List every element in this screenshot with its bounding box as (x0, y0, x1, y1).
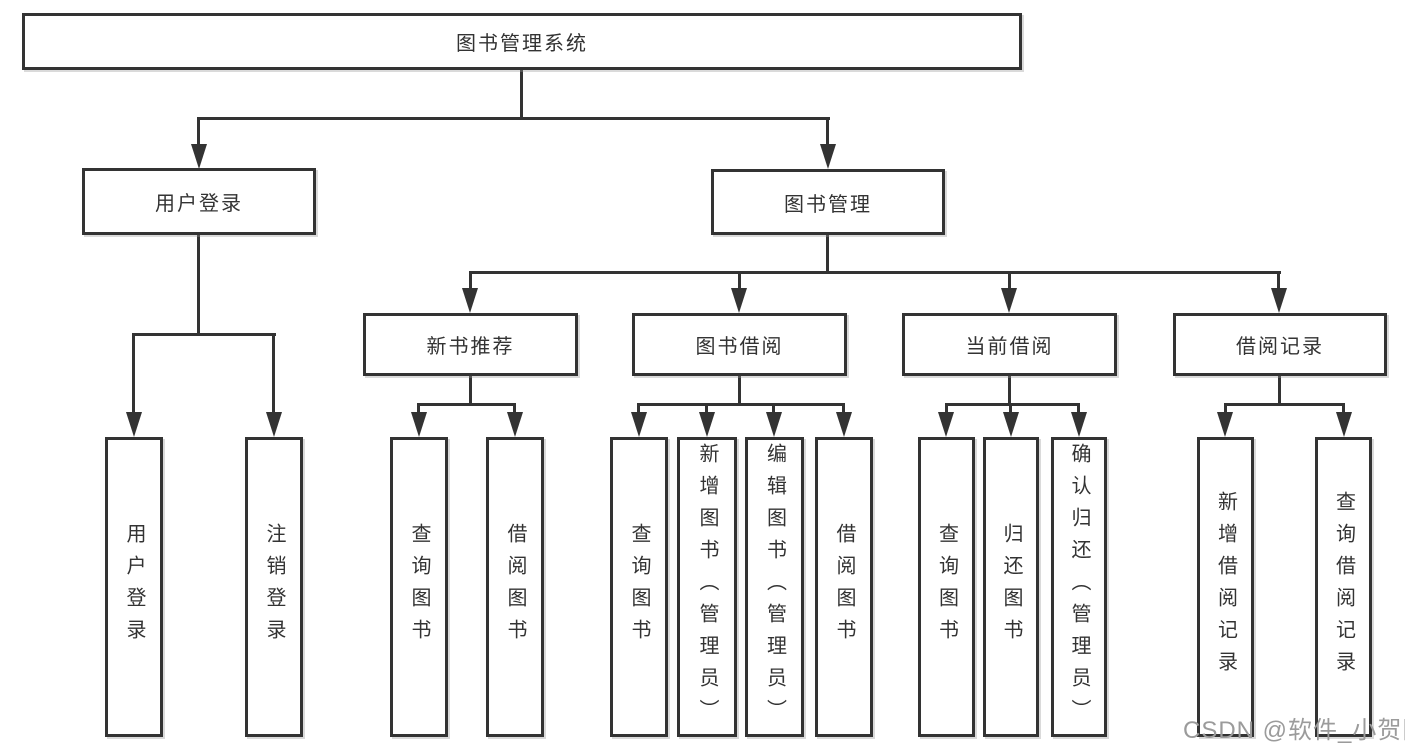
edge-to-current-borrow (1008, 271, 1011, 290)
edge-borrow-record-hbar (1224, 403, 1345, 406)
leaf-label: 借阅图书 (833, 523, 855, 651)
arrowhead-down-icon (507, 412, 523, 437)
leaf-label: 用户登录 (123, 523, 145, 651)
edge-book-borrow-hbar (637, 403, 844, 406)
node-label: 图书借阅 (695, 336, 784, 358)
edge-to-leaf (1342, 403, 1345, 414)
edge-book-mgmt-stem (826, 235, 829, 274)
edge-new-book-stem (469, 376, 472, 405)
edge-root-hbar (198, 117, 830, 120)
arrowhead-down-icon (191, 144, 207, 169)
leaf-label: 新增图书（管理员） (696, 443, 718, 731)
arrowhead-down-icon (266, 412, 282, 437)
edge-to-leaf (1077, 403, 1080, 414)
arrowhead-down-icon (938, 412, 954, 437)
leaf-borrow-books: 借阅图书 (815, 437, 873, 737)
node-label: 新书推荐 (426, 336, 515, 358)
leaf-query-books-borrowing: 查询图书 (610, 437, 668, 737)
leaf-confirm-return-admin: 确认归还（管理员） (1051, 437, 1107, 737)
edge-root-to-user-login (197, 117, 200, 146)
arrowhead-down-icon (731, 288, 747, 313)
edge-to-leaf (637, 403, 640, 414)
leaf-add-books-admin: 新增图书（管理员） (677, 437, 737, 737)
arrowhead-down-icon (766, 412, 782, 437)
leaf-borrow-books-newbook: 借阅图书 (486, 437, 544, 737)
edge-user-login-stem (197, 235, 200, 335)
edge-to-leaf (945, 403, 948, 414)
leaf-label: 查询借阅记录 (1332, 491, 1355, 683)
arrowhead-down-icon (1336, 412, 1352, 437)
node-label: 图书管理 (784, 193, 872, 216)
node-library-system: 图书管理系统 (22, 13, 1022, 70)
leaf-label: 查询图书 (935, 523, 958, 651)
edge-current-borrow-hbar (945, 403, 1080, 406)
leaf-label: 查询图书 (628, 523, 650, 651)
node-label: 当前借阅 (965, 336, 1054, 358)
node-label: 图书管理系统 (456, 33, 588, 55)
leaf-label: 确认归还（管理员） (1068, 443, 1090, 731)
arrowhead-down-icon (1271, 288, 1287, 313)
leaf-user-login: 用户登录 (105, 437, 163, 737)
edge-to-book-borrow (738, 271, 741, 290)
leaf-return-books: 归还图书 (983, 437, 1039, 737)
leaf-add-borrow-record: 新增借阅记录 (1197, 437, 1254, 737)
arrowhead-down-icon (411, 412, 427, 437)
edge-to-leaf (1224, 403, 1227, 414)
leaf-label: 编辑图书（管理员） (763, 443, 786, 731)
leaf-query-borrow-record: 查询借阅记录 (1315, 437, 1372, 737)
edge-to-leaf (842, 403, 845, 414)
edge-to-leaf (705, 403, 708, 414)
leaf-label: 借阅图书 (504, 523, 526, 651)
node-book-borrowing: 图书借阅 (632, 313, 847, 376)
arrowhead-down-icon (1003, 412, 1019, 437)
edge-book-borrow-stem (738, 376, 741, 405)
edge-borrow-record-stem (1278, 376, 1281, 405)
leaf-query-books-newbook: 查询图书 (390, 437, 448, 737)
edge-root-stem (520, 70, 523, 118)
edge-to-new-book (469, 271, 472, 290)
edge-to-leaf (1009, 403, 1012, 414)
edge-new-book-hbar (417, 403, 516, 406)
leaf-logout-login: 注销登录 (245, 437, 303, 737)
arrowhead-down-icon (836, 412, 852, 437)
edge-user-login-hbar (132, 333, 276, 336)
node-label: 借阅记录 (1236, 336, 1324, 358)
edge-to-borrow-record (1277, 271, 1280, 290)
node-label: 用户登录 (155, 193, 243, 215)
arrowhead-down-icon (1071, 412, 1087, 437)
arrowhead-down-icon (1001, 288, 1017, 313)
edge-to-leaf (772, 403, 775, 414)
edge-current-borrow-stem (1008, 376, 1011, 405)
leaf-label: 新增借阅记录 (1214, 491, 1237, 683)
edge-to-leaf (513, 403, 516, 414)
arrowhead-down-icon (699, 412, 715, 437)
node-borrow-records: 借阅记录 (1173, 313, 1387, 376)
edge-book-mgmt-hbar (469, 271, 1281, 274)
arrowhead-down-icon (1217, 412, 1233, 437)
node-book-management: 图书管理 (711, 169, 945, 235)
leaf-label: 查询图书 (408, 523, 430, 651)
node-current-borrowing: 当前借阅 (902, 313, 1117, 376)
edge-to-leaf (417, 403, 420, 414)
edge-root-to-book-mgmt (826, 117, 829, 146)
csdn-watermark: CSDN @软件_小贺同学 (1183, 717, 1405, 744)
leaf-label: 注销登录 (263, 523, 285, 651)
arrowhead-down-icon (820, 144, 836, 169)
node-new-book-recommend: 新书推荐 (363, 313, 578, 376)
leaf-edit-books-admin: 编辑图书（管理员） (745, 437, 804, 737)
edge-to-leaf-logout (272, 333, 275, 414)
node-user-login: 用户登录 (82, 168, 316, 235)
arrowhead-down-icon (631, 412, 647, 437)
arrowhead-down-icon (462, 288, 478, 313)
edge-to-leaf-user-login (132, 333, 135, 414)
arrowhead-down-icon (126, 412, 142, 437)
leaf-query-books-current: 查询图书 (918, 437, 975, 737)
leaf-label: 归还图书 (1000, 523, 1022, 651)
